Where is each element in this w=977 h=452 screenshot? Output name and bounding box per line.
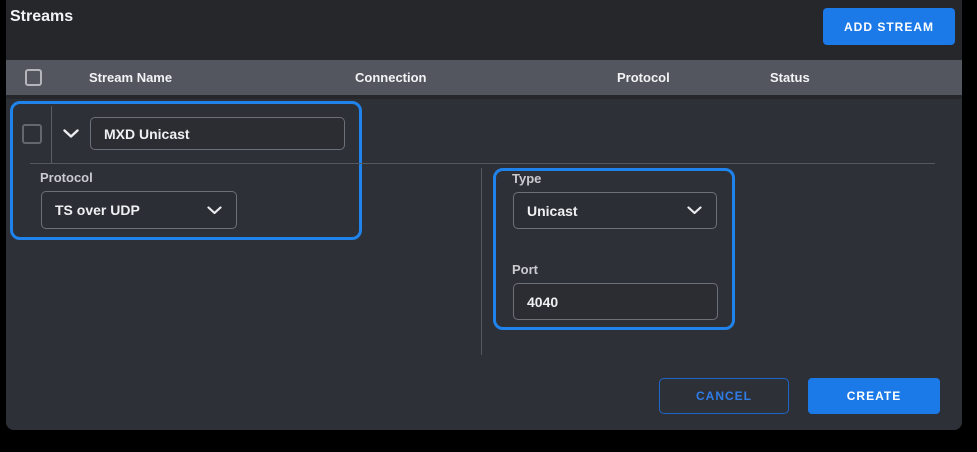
streams-panel: Streams ADD STREAM Stream Name Connectio…: [6, 0, 962, 430]
chevron-down-icon: [207, 205, 222, 214]
type-select[interactable]: Unicast: [513, 192, 717, 229]
cancel-button[interactable]: CANCEL: [659, 378, 789, 414]
chevron-down-icon: [63, 129, 79, 138]
editor-separator-line: [30, 163, 935, 164]
editor-column-divider: [481, 168, 482, 355]
stream-name-input[interactable]: [90, 117, 345, 150]
protocol-label: Protocol: [40, 170, 93, 185]
column-header-protocol: Protocol: [617, 70, 670, 85]
row-divider-line: [51, 106, 52, 163]
port-input[interactable]: [513, 283, 718, 320]
column-header-status: Status: [770, 70, 810, 85]
type-select-value: Unicast: [527, 202, 578, 219]
column-header-connection: Connection: [355, 70, 427, 85]
create-button[interactable]: CREATE: [808, 378, 940, 414]
type-label: Type: [512, 171, 542, 186]
collapse-row-control[interactable]: [62, 125, 80, 143]
add-stream-button[interactable]: ADD STREAM: [823, 8, 955, 45]
protocol-select[interactable]: TS over UDP: [41, 191, 237, 229]
chevron-down-icon: [687, 206, 702, 215]
select-all-checkbox[interactable]: [25, 69, 42, 86]
row-checkbox[interactable]: [22, 124, 42, 144]
protocol-select-value: TS over UDP: [55, 202, 140, 218]
page-title: Streams: [10, 8, 74, 25]
stream-editor-row: Protocol TS over UDP Type Unicast Port C…: [6, 99, 962, 430]
column-header-stream-name: Stream Name: [89, 70, 173, 85]
stream-table-header: Stream Name Connection Protocol Status: [6, 60, 962, 95]
port-label: Port: [512, 262, 538, 277]
